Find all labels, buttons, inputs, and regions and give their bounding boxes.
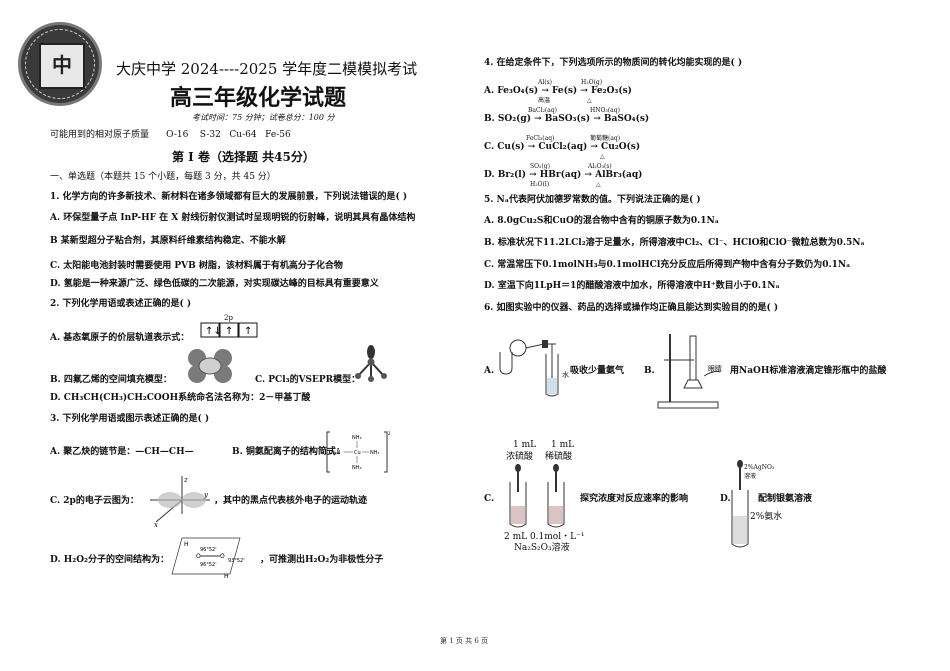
exam-meta: 考试时间：75 分钟；试卷总分：100 分 xyxy=(192,113,335,122)
silver-ammonia-tube xyxy=(731,460,749,548)
q4-cond-h2o-l: H₂O(l) xyxy=(530,181,550,188)
q3-option-b: B. 铜氨配离子的结构简式： xyxy=(232,447,345,457)
q2-option-b: B. 四氟乙烯的空间填充模型： xyxy=(50,375,172,385)
page-number: 第 1 页 共 6 页 xyxy=(440,637,489,645)
q4-cond-heat-2: △ xyxy=(600,153,605,160)
svg-text:H: H xyxy=(184,541,189,548)
q4-cond-hno3: HNO₃(aq) xyxy=(590,107,620,114)
question-3: 3. 下列化学用语或图示表述正确的是( ) xyxy=(50,414,210,424)
q5-option-b: B. 标准状况下11.2LCl₂溶于足量水，所得溶液中Cl₂、Cl⁻、HClO和… xyxy=(484,238,865,248)
q6-c-label-conc: 浓硫酸 xyxy=(506,452,534,462)
p-orbital-cloud: x y z xyxy=(150,476,210,528)
q6-d-label-ammonia: 2%氨水 xyxy=(750,512,783,522)
svg-text:H: H xyxy=(224,573,229,580)
school-logo: 中 xyxy=(18,22,102,106)
cuprammonium-structure: NH₃ H₃N Cu NH₃ NH₃ 2+ xyxy=(326,431,390,473)
q4-cond-heat-3: △ xyxy=(596,181,601,188)
q6-option-b: B. xyxy=(644,366,655,376)
q3-option-a: A. 聚乙炔的链节是：—CH—CH— xyxy=(50,447,194,457)
q4-cond-high-temp: 高温 xyxy=(538,97,551,104)
q5-option-c: C. 常温常压下0.1molNH₃与0.1molHCl充分反应后所得到产物中含有… xyxy=(484,260,851,270)
question-1: 1. 化学方向的许多新技术、新材料在诸多领域都有巨大的发展前景，下列说法错误的是… xyxy=(50,192,408,202)
q6-c-label-1ml-a: 1 mL xyxy=(513,440,537,450)
svg-text:z: z xyxy=(183,476,188,484)
q4-cond-h2o: H₂O(g) xyxy=(581,79,603,86)
q6-c-label-thio: Na₂S₂O₃溶液 xyxy=(514,543,570,553)
atomic-masses: 可能用到的相对原子质量 O-16 S-32 Cu-64 Fe-56 xyxy=(50,130,291,140)
q3-option-d: D. H₂O₂分子的空间结构为： xyxy=(50,555,169,565)
q1-option-d: D. 氢能是一种来源广泛、绿色低碳的二次能源，对实现碳达峰的目标具有重要意义 xyxy=(50,279,379,289)
q4-cond-heat: △ xyxy=(587,97,592,104)
svg-text:NH₃: NH₃ xyxy=(352,435,362,441)
q3-option-c-tail: ，其中的黑点代表核外电子的运动轨迹 xyxy=(214,496,368,506)
svg-text:x: x xyxy=(154,521,158,528)
q6-option-c: C. xyxy=(484,494,495,504)
question-5: 5. Nₐ代表阿伏加德罗常数的值。下列说法正确的是( ) xyxy=(484,195,701,205)
orbital-diagram: ↑↓ ↑ ↑ xyxy=(200,322,258,338)
svg-text:Cu: Cu xyxy=(354,450,361,456)
svg-text:y: y xyxy=(203,491,209,499)
q6-option-a: A. xyxy=(484,366,495,376)
q6-c-label-conc-thio: 2 mL 0.1mol・L⁻¹ xyxy=(504,532,585,542)
svg-text:H₃N: H₃N xyxy=(331,450,341,456)
svg-text:NH₃: NH₃ xyxy=(370,450,380,456)
q4-cond-al: Al(s) xyxy=(538,79,553,86)
q6-c-label-dilute: 稀硫酸 xyxy=(545,452,573,462)
svg-text:O: O xyxy=(220,553,225,560)
question-6: 6. 如图实验中的仪器、药品的选择或操作均正确且能达到实验目的的是( ) xyxy=(484,303,779,313)
pcl3-vsepr-model xyxy=(355,345,387,382)
q4-cond-fecl3: FeCl₃(aq) xyxy=(526,135,555,142)
q6-d-label-solution: 溶液 xyxy=(744,473,757,480)
svg-text:2+: 2+ xyxy=(388,431,390,436)
q5-option-d: D. 室温下向1LpH＝1的醋酸溶液中加水，所得溶液中H⁺数目小于0.1Nₐ xyxy=(484,281,780,291)
q1-option-b: B 某新型超分子粘合剂，其原料纤维素结构稳定、不能水解 xyxy=(50,236,286,246)
question-4: 4. 在给定条件下，下列选项所示的物质间的转化均能实现的是( ) xyxy=(484,58,743,68)
q3-option-d-tail: ，可推测出H₂O₂为非极性分子 xyxy=(260,555,384,565)
q6-option-d: D. xyxy=(720,494,731,504)
q2-option-c: C. PCl₃的VSEPR模型： xyxy=(255,375,361,385)
h2o2-structure: O O H H 96°52' 96°52' 93°52' xyxy=(171,537,245,580)
q4-cond-glucose: 葡萄糖(aq) xyxy=(590,135,621,142)
svg-text:↑↓: ↑↓ xyxy=(205,326,222,337)
logo-emblem: 中 xyxy=(39,43,85,89)
subject-title: 高三年级化学试题 xyxy=(170,86,347,111)
q6-b-text: 用NaOH标准溶液滴定锥形瓶中的盐酸 xyxy=(730,366,887,376)
svg-text:↑: ↑ xyxy=(244,326,252,337)
q6-c-label-1ml-b: 1 mL xyxy=(551,440,575,450)
svg-text:NH₃: NH₃ xyxy=(352,465,362,471)
ammonia-absorption-apparatus xyxy=(499,339,559,397)
svg-text:O: O xyxy=(196,553,201,560)
titration-apparatus xyxy=(657,334,721,409)
q4-option-c: C. Cu(s) → CuCl₂(aq) → Cu₂O(s) xyxy=(484,142,641,152)
q4-cond-bacl2: BaCl₂(aq) xyxy=(528,107,558,114)
question-2: 2. 下列化学用语或表述正确的是( ) xyxy=(50,299,192,309)
q5-option-a: A. 8.0gCu₂S和CuO的混合物中含有的铜原子数为0.1Nₐ xyxy=(484,216,719,226)
q4-option-b: B. SO₂(g) → BaSO₃(s) → BaSO₄(s) xyxy=(484,114,650,124)
q4-option-d: D. Br₂(l) → HBr(aq) → AlBr₃(aq) xyxy=(484,170,643,180)
q6-b-eye-label: 眼睛 xyxy=(708,365,722,373)
q6-a-water-label: 水 xyxy=(562,371,569,379)
section-heading: 一、单选题（本题共 15 个小题，每题 3 分，共 45 分） xyxy=(50,172,276,182)
school-title: 大庆中学 2024----2025 学年度二模模拟考试 xyxy=(116,60,418,78)
part-title: 第 Ⅰ 卷（选择题 共45分） xyxy=(172,150,315,164)
tetrafluoroethylene-model xyxy=(188,349,232,383)
q6-a-text: 吸收少量氨气 xyxy=(570,366,625,376)
q2-option-d: D. CH₃CH(CH₃)CH₂COOH系统命名法名称为：2－甲基丁酸 xyxy=(50,393,311,403)
svg-text:96°52': 96°52' xyxy=(200,547,217,553)
q4-cond-so2: SO₂(g) xyxy=(530,163,550,170)
q6-c-text: 探究浓度对反应速率的影响 xyxy=(580,494,689,504)
svg-text:93°52': 93°52' xyxy=(228,558,245,564)
orbital-label: 2p xyxy=(224,314,233,322)
q6-d-text: 配制银氨溶液 xyxy=(758,494,813,504)
q4-cond-al2o3: Al₂O₃(s) xyxy=(588,163,612,170)
q1-option-c: C. 太阳能电池封装时需要使用 PVB 树脂，该材料属于有机高分子化合物 xyxy=(50,261,343,271)
q1-option-a: A. 环保型量子点 InP-HF 在 X 射线衍射仪测试时呈现明锐的衍射峰，说明… xyxy=(50,213,416,223)
q4-option-a: A. Fe₃O₄(s) → Fe(s) → Fe₂O₃(s) xyxy=(484,86,632,96)
q2-option-a: A. 基态氧原子的价层轨道表示式： xyxy=(50,333,190,343)
reaction-rate-tubes xyxy=(509,464,565,528)
svg-text:↑: ↑ xyxy=(225,326,233,337)
q6-d-label-agno3: 2%AgNO₃ xyxy=(744,464,775,471)
svg-text:96°52': 96°52' xyxy=(200,562,217,568)
q3-option-c: C. 2p的电子云图为： xyxy=(50,496,139,506)
